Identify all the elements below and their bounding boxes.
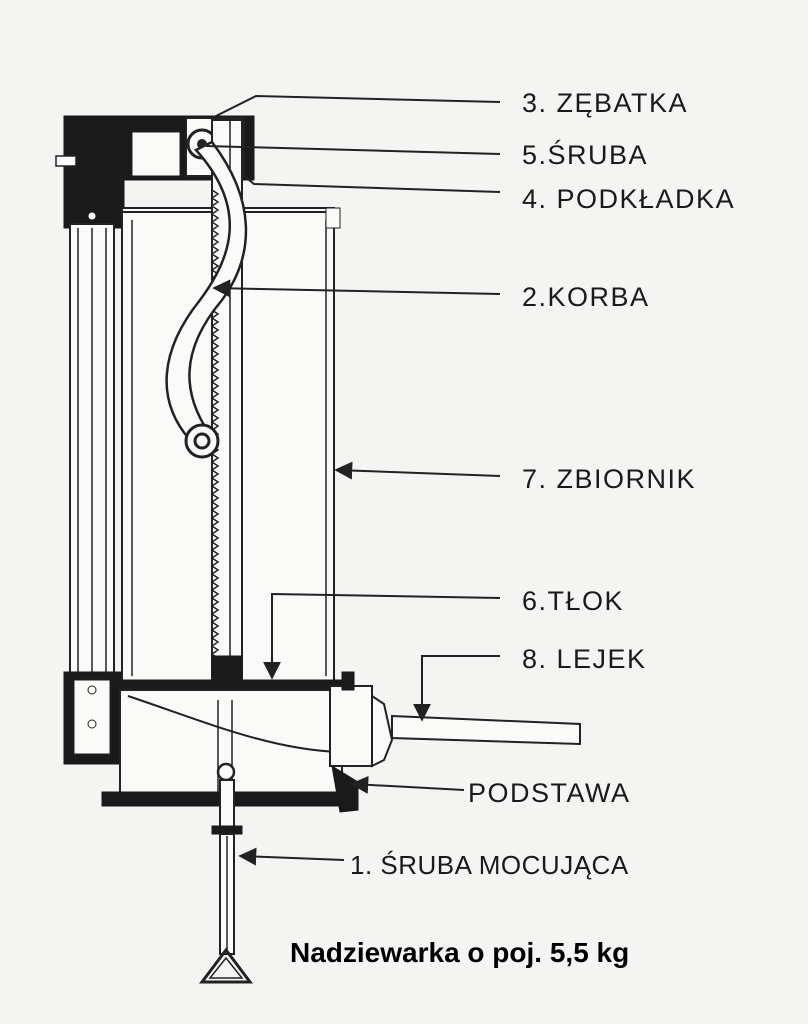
mounting-screw: [199, 762, 253, 984]
leader-zebatka: [211, 94, 501, 119]
label-zebatka: 3. ZĘBATKA: [522, 88, 688, 118]
funnel-tube: [391, 714, 581, 746]
leader-zbiornik: [334, 461, 501, 480]
leader-sruba: [205, 145, 501, 155]
label-korba: 2.KORBA: [522, 282, 650, 312]
base: [101, 671, 394, 813]
diagram-caption: Nadziewarka o poj. 5,5 kg: [290, 937, 629, 968]
leader-lines: [205, 94, 501, 866]
labels: 3. ZĘBATKA 5.ŚRUBA 4. PODKŁADKA 2.KORBA …: [350, 88, 735, 880]
label-sruba: 5.ŚRUBA: [522, 138, 648, 170]
leader-sruba-mocujaca: [238, 847, 345, 866]
label-podstawa: PODSTAWA: [468, 778, 631, 808]
leader-korba: [212, 279, 501, 298]
leader-tlok: [263, 592, 501, 680]
left-frame: [55, 117, 125, 765]
leader-lejek: [413, 655, 500, 722]
crank-handle: [165, 140, 248, 459]
label-tlok: 6.TŁOK: [522, 586, 624, 616]
label-zbiornik: 7. ZBIORNIK: [522, 464, 696, 494]
label-podkladka: 4. PODKŁADKA: [522, 184, 735, 214]
label-lejek: 8. LEJEK: [522, 644, 647, 674]
leader-podstawa: [350, 775, 465, 794]
leader-podkladka: [243, 175, 501, 193]
label-sruba-mocujaca: 1. ŚRUBA MOCUJĄCA: [350, 850, 629, 880]
